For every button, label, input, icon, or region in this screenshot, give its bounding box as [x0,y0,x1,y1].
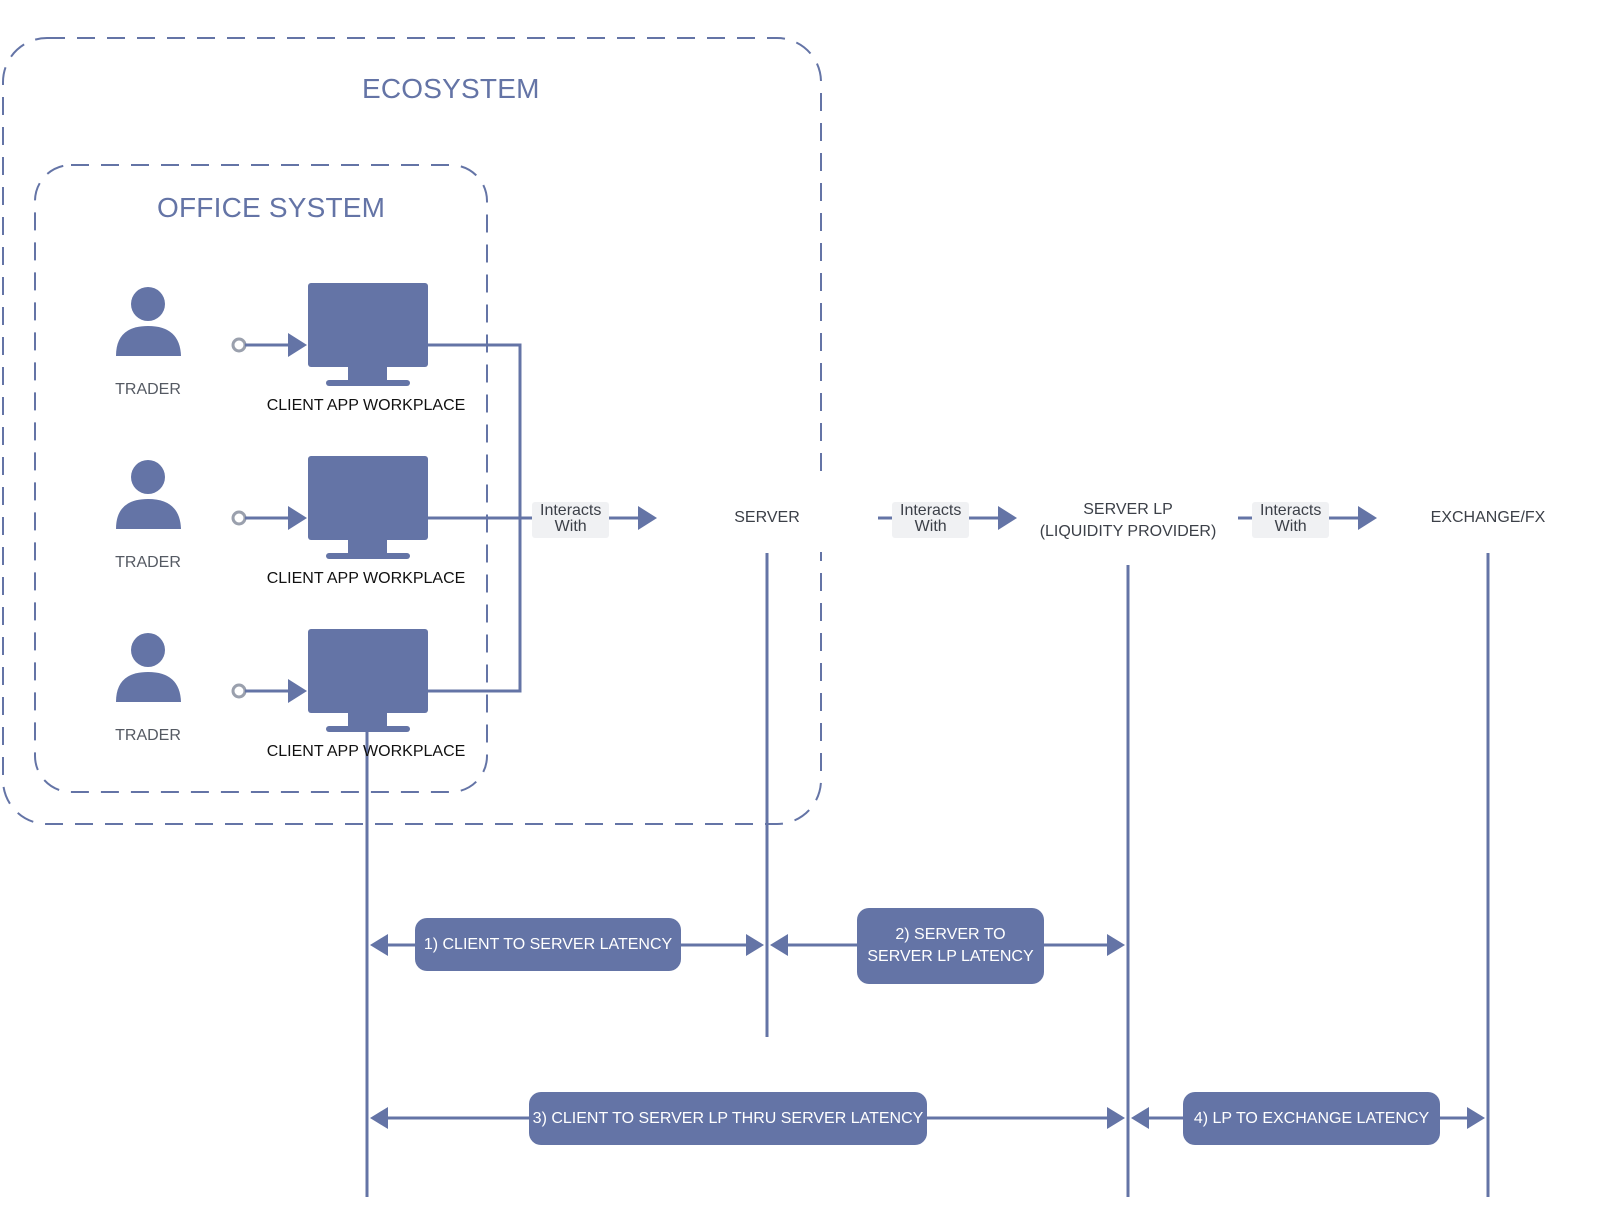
server-node-label: SERVER [734,509,800,526]
arrowhead-icon [1358,506,1377,530]
arrowhead-icon [288,679,307,703]
server-lp-node-label: SERVER LP (LIQUIDITY PROVIDER) [1028,499,1228,543]
trader-person-icon [116,633,181,702]
interacts-line2: With [1274,518,1307,535]
interacts-line1: Interacts [1260,502,1322,519]
server-lp-line1: SERVER LP [1083,501,1173,518]
monitor-icon [308,629,428,732]
office-system-title: OFFICE SYSTEM [157,192,386,223]
interacts-with-label: Interacts With [892,502,970,538]
arrowhead-icon [288,506,307,530]
trader-person-icon [116,287,181,356]
trader-label: TRADER [115,554,181,571]
office-system-boundary [34,164,488,793]
latency-4-badge: 4) LP TO EXCHANGE LATENCY [1183,1092,1440,1145]
arrowhead-icon [638,506,657,530]
interacts-line1: Interacts [900,502,962,519]
interacts-line2: With [554,518,587,535]
clients-bracket [428,343,535,693]
monitor-icon [308,283,428,386]
trader-row-2 [116,456,428,559]
latency-1-badge: 1) CLIENT TO SERVER LATENCY [415,918,681,971]
client-app-label: CLIENT APP WORKPLACE [266,570,466,587]
ecosystem-border-gap [812,472,832,552]
trader-label: TRADER [115,727,181,744]
interacts-line2: With [914,518,947,535]
latency-1-label: 1) CLIENT TO SERVER LATENCY [423,935,673,953]
monitor-icon [308,456,428,559]
server-lp-line2: (LIQUIDITY PROVIDER) [1039,523,1217,540]
connector-dot-icon [231,683,247,699]
exchange-node-label: EXCHANGE/FX [1430,509,1546,526]
latency-2-badge: 2) SERVER TO SERVER LP LATENCY [857,908,1044,984]
latency-2-line1: 2) SERVER TO [895,926,1006,943]
latency-3-badge: 3) CLIENT TO SERVER LP THRU SERVER LATEN… [529,1092,927,1145]
latency-3-label: 3) CLIENT TO SERVER LP THRU SERVER LATEN… [532,1109,924,1127]
trader-label: TRADER [115,381,181,398]
trader-row-1 [116,283,428,386]
trader-row-3 [116,629,428,732]
connector-dot-icon [231,510,247,526]
latency-4-label: 4) LP TO EXCHANGE LATENCY [1193,1109,1430,1127]
client-app-label: CLIENT APP WORKPLACE [266,397,466,414]
arrowhead-icon [288,333,307,357]
ecosystem-boundary [2,37,822,825]
client-app-label: CLIENT APP WORKPLACE [266,743,466,760]
interacts-with-label: Interacts With [1252,502,1330,538]
arrowhead-icon [998,506,1017,530]
trader-person-icon [116,460,181,529]
interacts-line1: Interacts [540,502,602,519]
connector-dot-icon [231,337,247,353]
ecosystem-title: ECOSYSTEM [362,73,540,104]
latency-2-line2: SERVER LP LATENCY [867,948,1034,965]
interacts-with-label: Interacts With [532,502,610,538]
